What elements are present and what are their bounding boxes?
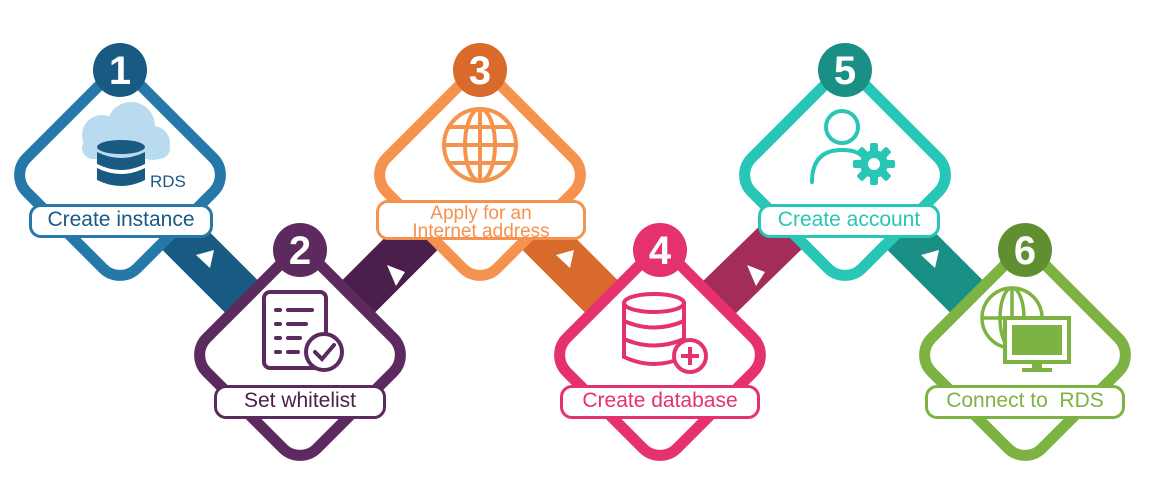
step-1-label: Create instance — [29, 204, 213, 238]
step-5-number: 5 — [834, 49, 856, 93]
step-4-number: 4 — [649, 229, 672, 273]
step-3-badge: 3 — [453, 43, 507, 97]
step-3-label-line2: Internet address — [412, 221, 550, 242]
cloud-database-icon — [82, 102, 170, 186]
database-add-icon — [622, 292, 708, 374]
step-5-badge: 5 — [818, 43, 872, 97]
checklist-icon — [262, 290, 344, 372]
globe-monitor-icon — [980, 286, 1071, 372]
user-settings-icon — [810, 109, 895, 185]
step-2-badge: 2 — [273, 223, 327, 277]
step-5-label: Create account — [758, 204, 940, 238]
step-4-badge: 4 — [633, 223, 687, 277]
step-6-badge: 6 — [998, 223, 1052, 277]
step-3-number: 3 — [469, 49, 491, 93]
globe-icon — [442, 107, 518, 183]
step-3-label-line1: Apply for an — [430, 203, 532, 224]
step-6-number: 6 — [1014, 229, 1036, 273]
step-1-number: 1 — [109, 49, 131, 93]
step-3-label: Apply for an Internet address — [376, 200, 586, 242]
step-2-number: 2 — [289, 229, 311, 273]
step-6-label: Connect to RDS — [925, 385, 1125, 419]
rds-icon-label: RDS — [150, 172, 186, 191]
step-1-badge: 1 — [93, 43, 147, 97]
step-2-label: Set whitelist — [214, 385, 386, 419]
step-4-label: Create database — [560, 385, 760, 419]
